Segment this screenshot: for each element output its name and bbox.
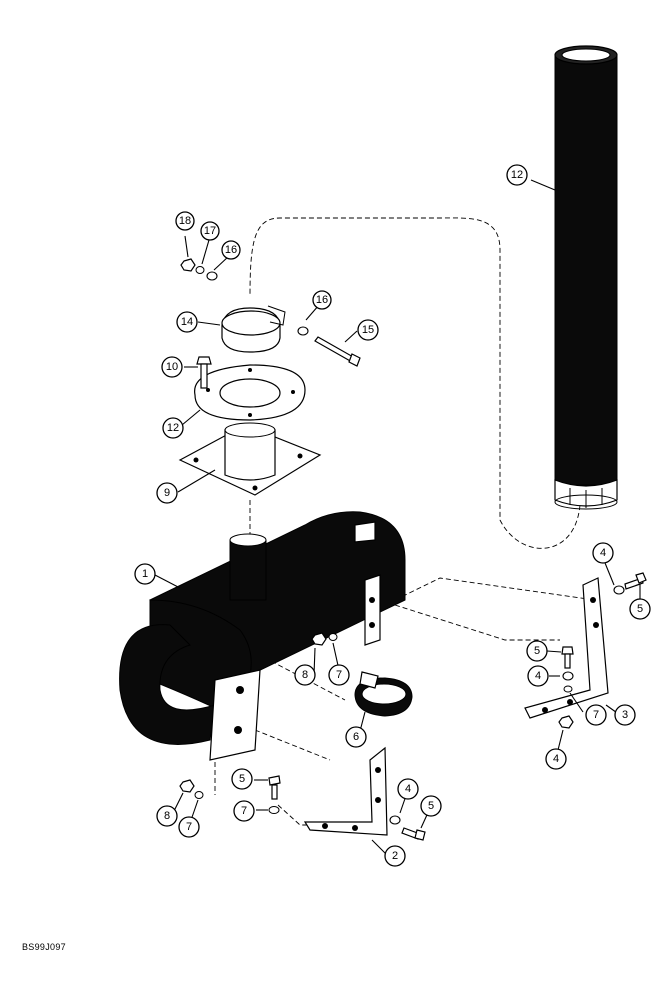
svg-text:8: 8	[302, 669, 308, 681]
assembly-path-bracket-low	[394, 604, 560, 641]
callout-5-lower-right: 5	[420, 795, 442, 817]
svg-text:5: 5	[428, 800, 434, 812]
svg-text:17: 17	[204, 225, 216, 237]
figure-reference-code: BS99J097	[22, 942, 66, 952]
svg-text:16: 16	[225, 244, 237, 256]
assembly-path-tailpipe	[249, 217, 581, 549]
washer-4-top-right	[613, 585, 625, 595]
washer-7-lower-mid	[268, 806, 280, 814]
callout-8-mid: 8	[294, 664, 316, 686]
callout-15: 15	[357, 319, 379, 341]
svg-text:4: 4	[600, 547, 606, 559]
callout-7-lower-mid: 7	[233, 800, 255, 822]
bolt-15	[314, 336, 361, 367]
bracket-2	[303, 746, 388, 836]
callout-5-mid-right: 5	[526, 640, 548, 662]
svg-text:7: 7	[593, 709, 599, 721]
svg-text:12: 12	[511, 169, 523, 181]
svg-text:4: 4	[535, 670, 541, 682]
hose-clamp-6	[354, 671, 413, 717]
callout-3: 3	[614, 704, 636, 726]
muffler-1	[119, 511, 406, 761]
tailpipe-13	[554, 45, 618, 510]
callout-7-right: 7	[585, 704, 607, 726]
callout-7-mid: 7	[328, 664, 350, 686]
callout-10: 10	[161, 356, 183, 378]
callout-6: 6	[345, 726, 367, 748]
svg-text:15: 15	[362, 324, 374, 336]
assembly-path-lower-bracket	[254, 729, 331, 761]
svg-text:6: 6	[353, 731, 359, 743]
svg-text:2: 2	[392, 850, 398, 862]
bolt-5-lower-right	[401, 827, 426, 841]
washer-7-mid	[328, 633, 338, 641]
svg-text:12: 12	[167, 422, 179, 434]
nut-8-mid	[311, 632, 327, 646]
lockwasher-7-right	[563, 685, 573, 693]
gasket-12	[194, 364, 306, 421]
washer-4-lower-right	[389, 815, 401, 825]
bolt-5-top-right	[624, 572, 647, 590]
assembly-path-right-bracket	[394, 577, 596, 601]
callout-18: 18	[175, 211, 195, 231]
callout-4-top-right: 4	[592, 542, 614, 564]
lockwasher-17	[195, 266, 205, 274]
washer-7-lower-left	[194, 791, 204, 799]
bracket-3	[524, 577, 609, 719]
callout-14: 14	[176, 311, 198, 333]
svg-text:4: 4	[553, 753, 559, 765]
svg-text:5: 5	[637, 603, 643, 615]
svg-text:16: 16	[316, 294, 328, 306]
callout-4-mid-right: 4	[527, 665, 549, 687]
bolt-5-mid-right	[561, 646, 574, 669]
callout-8-lower-left: 8	[156, 805, 178, 827]
callout-2: 2	[384, 845, 406, 867]
callout-1: 1	[134, 563, 156, 585]
svg-text:3: 3	[622, 709, 628, 721]
nut-18	[180, 258, 196, 272]
washer-16-right	[297, 326, 309, 336]
svg-text:1: 1	[142, 568, 148, 580]
callout-5-lower-mid: 5	[231, 768, 253, 790]
nut-4-bottom-right	[558, 715, 574, 729]
bolt-10	[196, 356, 212, 389]
callout-4-bottom-right: 4	[545, 748, 567, 770]
nut-8-lower-left	[179, 779, 195, 793]
callout-16-left: 16	[221, 240, 241, 260]
svg-text:7: 7	[186, 821, 192, 833]
callout-5-top-right: 5	[629, 598, 651, 620]
washer-4-mid-right	[562, 671, 574, 681]
callout-17: 17	[200, 221, 220, 241]
svg-text:5: 5	[239, 773, 245, 785]
svg-text:10: 10	[166, 361, 178, 373]
flange-plate-9	[178, 422, 322, 496]
callout-9: 9	[156, 482, 178, 504]
callout-7-lower-left: 7	[178, 816, 200, 838]
svg-text:7: 7	[336, 669, 342, 681]
clamp-14	[221, 305, 286, 353]
bolt-5-lower-mid	[268, 775, 281, 800]
callout-12: 12	[162, 417, 184, 439]
svg-text:5: 5	[534, 645, 540, 657]
callout-4-lower-right: 4	[397, 778, 419, 800]
svg-text:7: 7	[241, 805, 247, 817]
svg-text:14: 14	[181, 316, 193, 328]
callout-16-right: 16	[312, 290, 332, 310]
svg-text:4: 4	[405, 783, 411, 795]
svg-text:9: 9	[164, 487, 170, 499]
washer-16-left	[206, 271, 218, 281]
callout-13: 12	[506, 164, 528, 186]
svg-text:8: 8	[164, 810, 170, 822]
svg-text:18: 18	[179, 215, 191, 227]
